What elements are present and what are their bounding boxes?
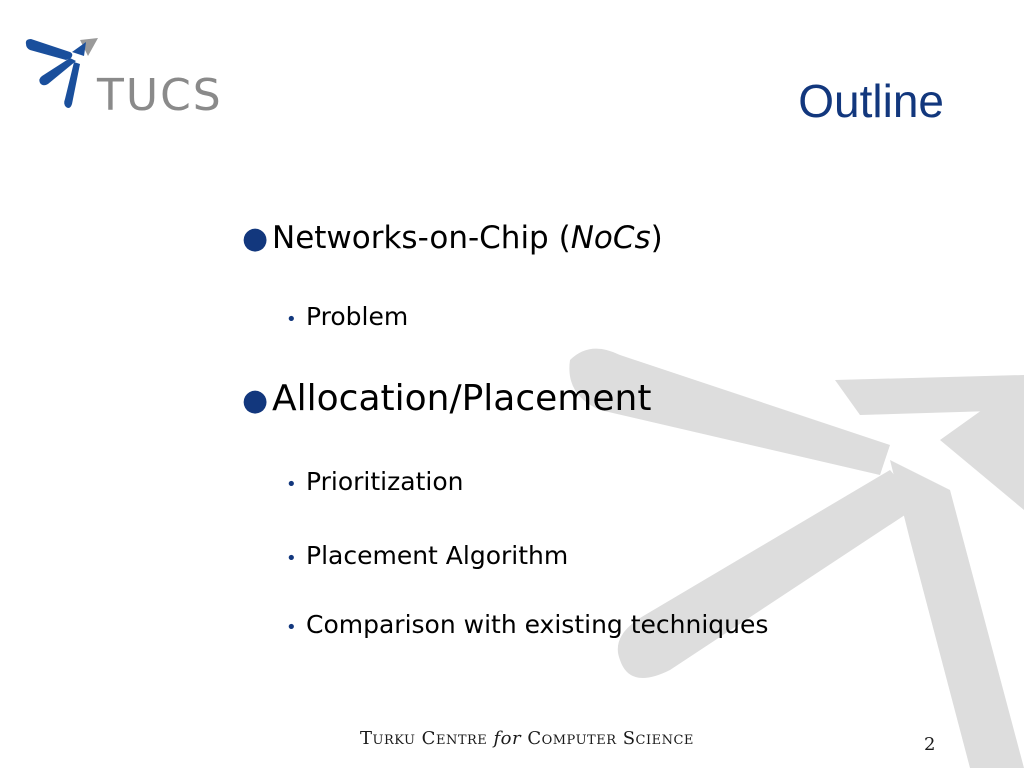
bullet-dot-icon: ● — [242, 221, 269, 256]
sub-bullet-placement-algorithm: • Placement Algorithm — [286, 541, 568, 570]
sub-bullet-text: Prioritization — [306, 467, 464, 496]
sub-bullet-text: Comparison with existing techniques — [306, 610, 769, 639]
sub-bullet-dot-icon: • — [286, 548, 297, 569]
tucs-watermark-icon — [569, 348, 1024, 768]
logo-text: TUCS — [97, 70, 223, 121]
footer-institution: Turku Centre for Computer Science — [360, 728, 694, 749]
sub-bullet-dot-icon: • — [286, 617, 297, 638]
sub-bullet-problem: • Problem — [286, 302, 408, 331]
page-number: 2 — [924, 734, 936, 755]
slide-title: Outline — [798, 75, 944, 127]
sub-bullet-comparison: • Comparison with existing techniques — [286, 610, 768, 639]
sub-bullet-dot-icon: • — [286, 309, 297, 330]
tucs-logo-icon — [25, 38, 98, 108]
sub-bullet-text: Placement Algorithm — [306, 541, 569, 570]
sub-bullet-prioritization: • Prioritization — [286, 467, 463, 496]
bullet-networks-on-chip: ●Networks-on-Chip (NoCs) — [242, 220, 663, 256]
tucs-logo: TUCS — [22, 34, 232, 134]
sub-bullet-dot-icon: • — [286, 474, 297, 495]
bullet-dot-icon: ● — [242, 383, 269, 418]
bullet-allocation-placement: ●Allocation/Placement — [242, 378, 651, 419]
sub-bullet-text: Problem — [306, 302, 409, 331]
bullet-text: Allocation/Placement — [272, 378, 652, 419]
bullet-text: Networks-on-Chip (NoCs) — [272, 220, 663, 256]
